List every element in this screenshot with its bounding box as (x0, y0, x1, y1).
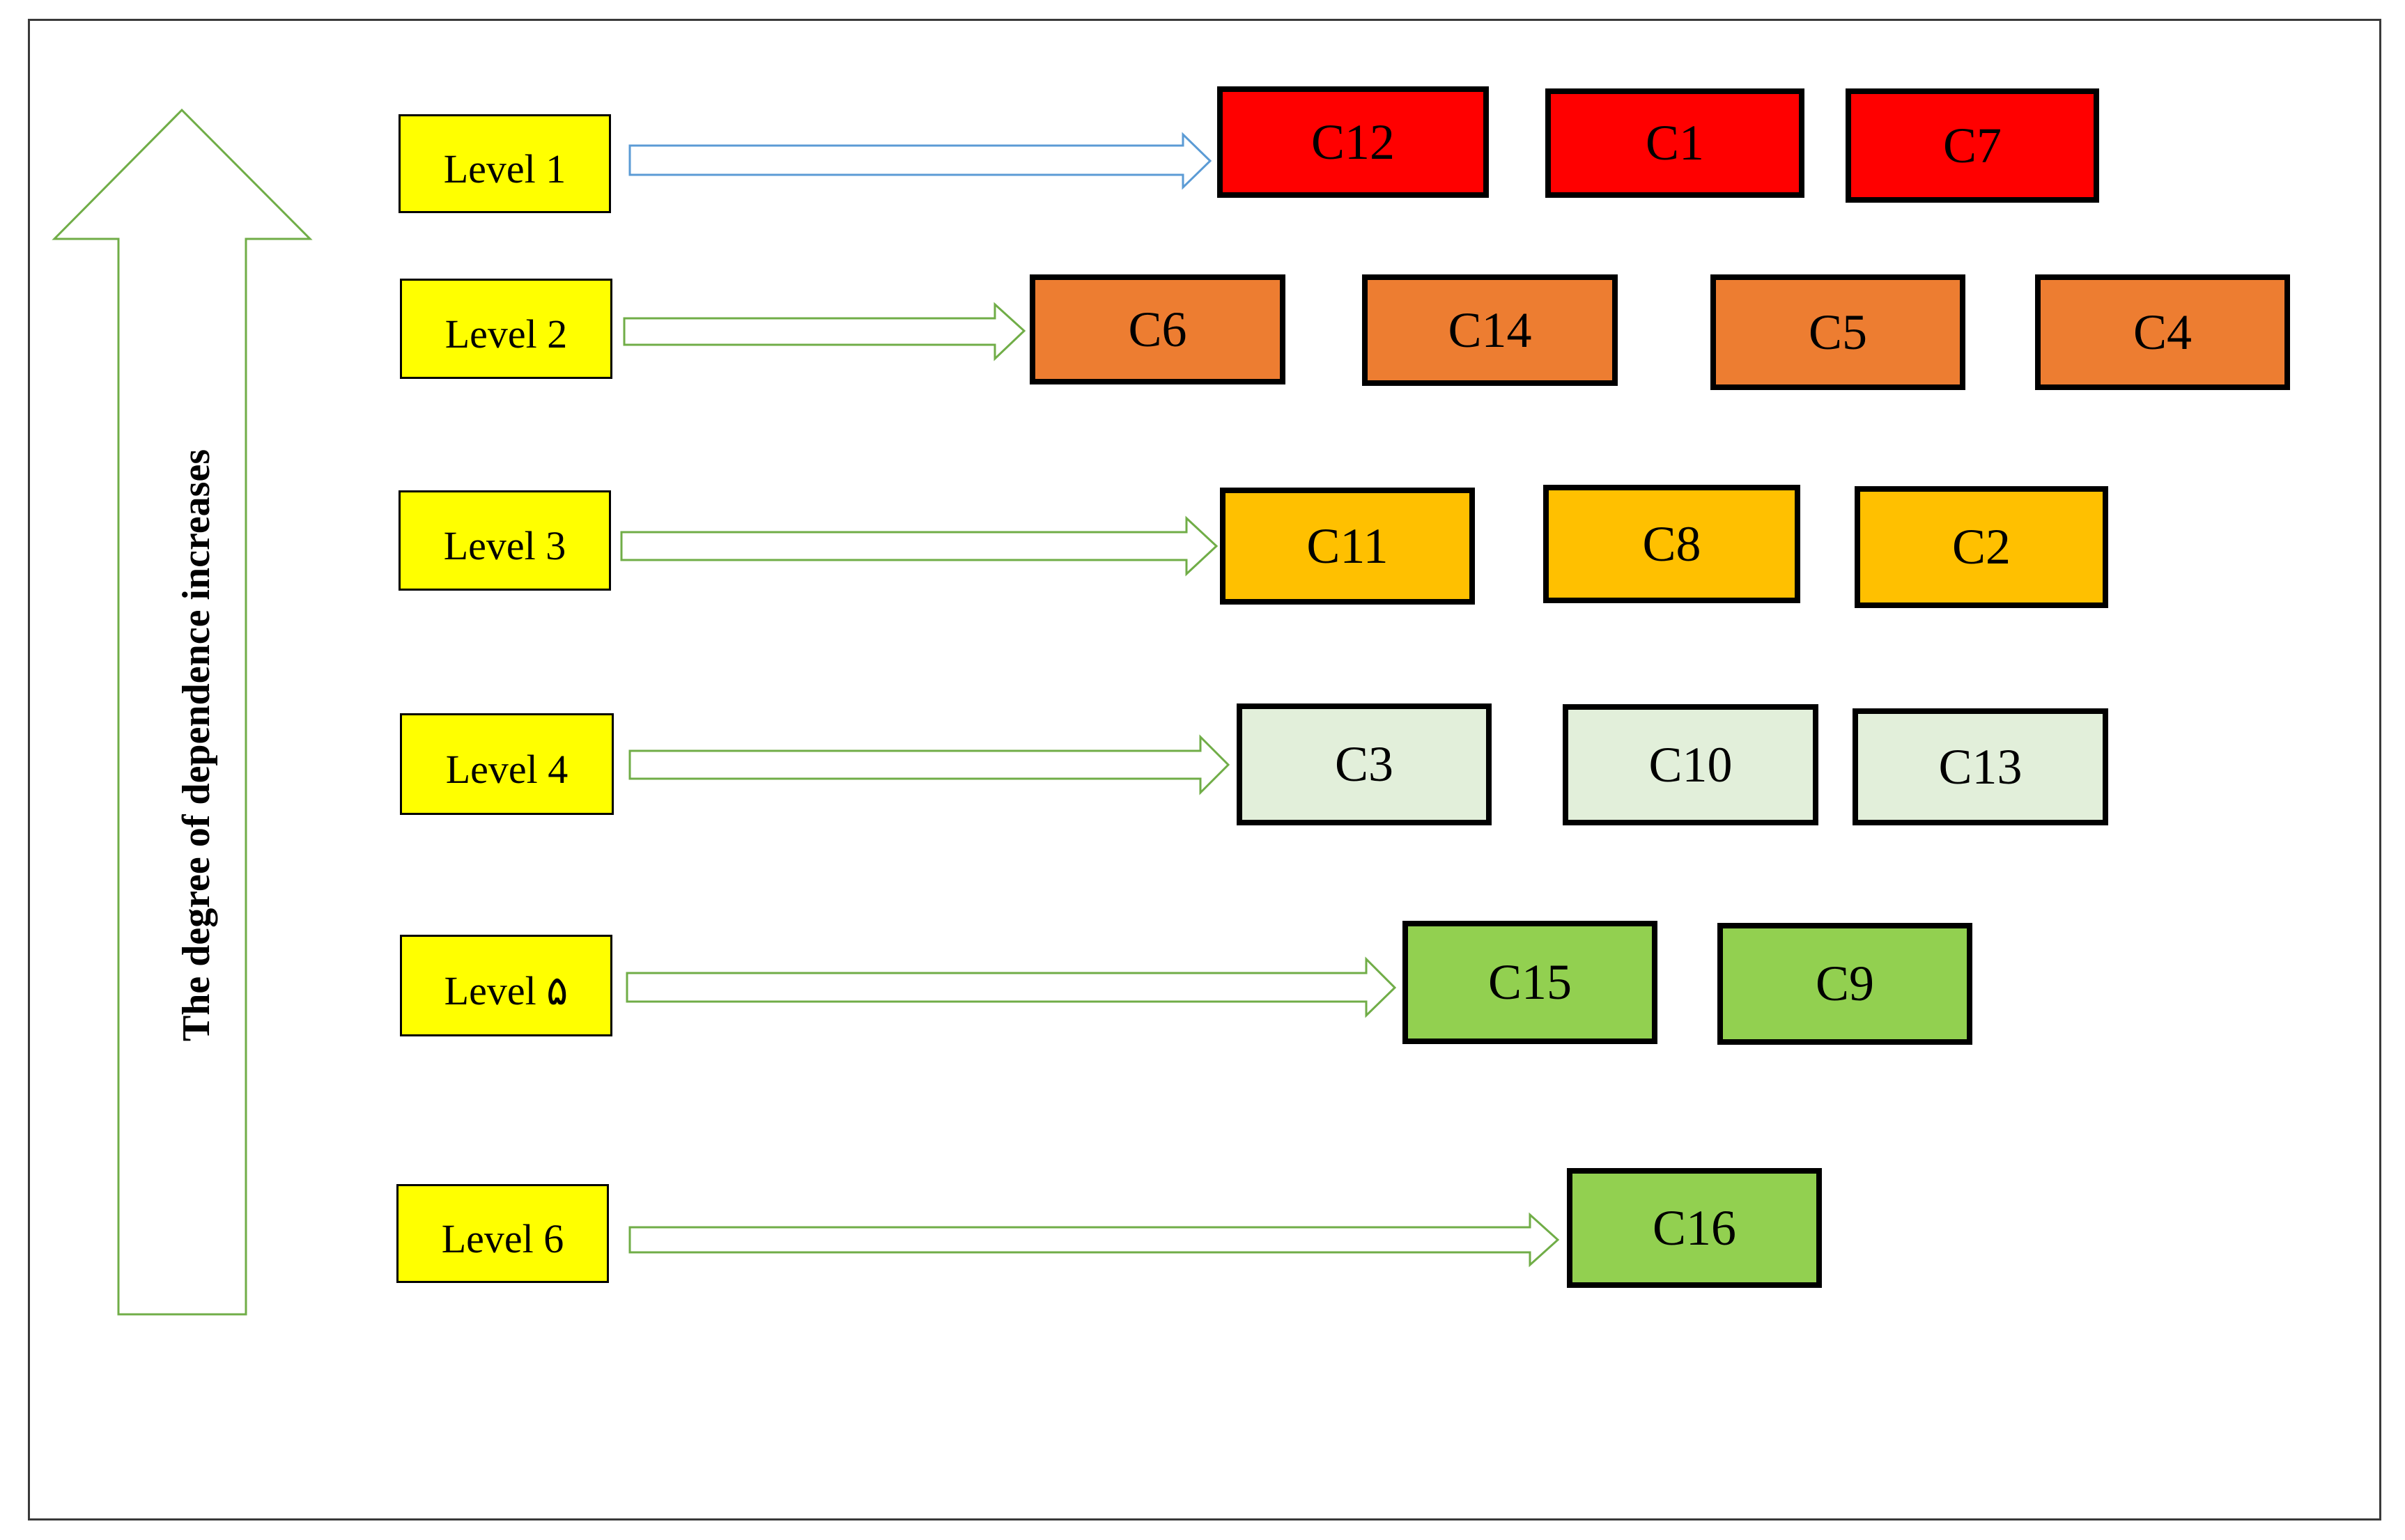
node-c14: C14 (1362, 274, 1618, 386)
level-3-label: Level 3 (399, 490, 611, 591)
level-6-arrow (628, 1212, 1560, 1268)
node-c2: C2 (1855, 486, 2108, 608)
level-5-label: Level ۵ (400, 935, 612, 1036)
level-4-label: Level 4 (400, 713, 614, 815)
node-c12: C12 (1217, 86, 1489, 198)
node-c16: C16 (1567, 1168, 1822, 1288)
node-c5: C5 (1710, 274, 1965, 390)
level-1-label: Level 1 (399, 114, 611, 213)
node-c1: C1 (1545, 88, 1804, 198)
node-c6: C6 (1030, 274, 1285, 384)
level-2-arrow (623, 302, 1026, 361)
node-c4: C4 (2035, 274, 2290, 390)
level-4-arrow (628, 734, 1230, 795)
node-c11: C11 (1220, 488, 1475, 605)
node-c7: C7 (1846, 88, 2099, 203)
level-5-arrow (626, 956, 1397, 1018)
node-c3: C3 (1237, 703, 1492, 825)
dependence-arrow (52, 108, 313, 1316)
level-1-arrow (628, 132, 1212, 190)
diagram-frame (28, 19, 2381, 1520)
dependence-axis-label: The degree of dependence increases (175, 449, 218, 1042)
node-c15: C15 (1402, 921, 1657, 1044)
node-c13: C13 (1853, 708, 2108, 825)
level-6-label: Level 6 (396, 1184, 609, 1283)
node-c8: C8 (1543, 485, 1800, 603)
level-3-arrow (620, 515, 1219, 577)
node-c9: C9 (1717, 923, 1972, 1045)
node-c10: C10 (1563, 704, 1818, 825)
level-2-label: Level 2 (400, 279, 612, 379)
